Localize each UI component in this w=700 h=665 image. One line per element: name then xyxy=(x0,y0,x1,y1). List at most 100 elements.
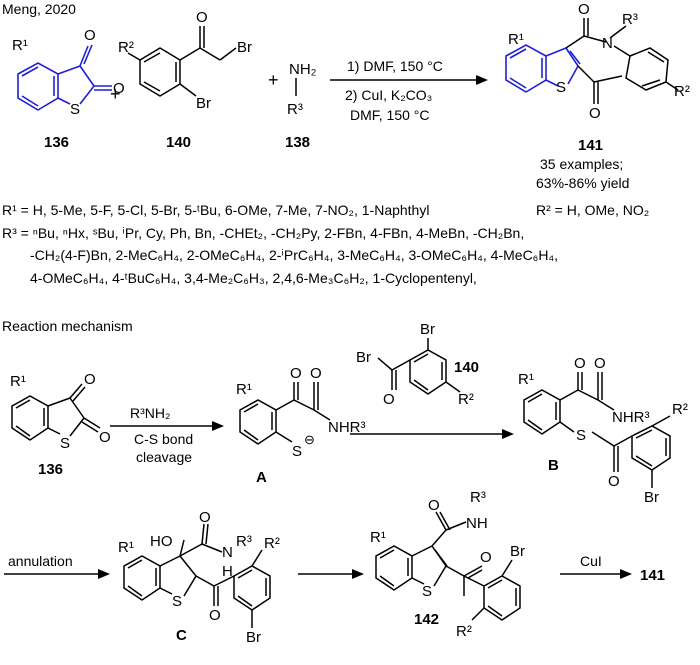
arrowhead xyxy=(620,569,632,579)
annulation-label: annulation xyxy=(8,553,73,569)
intermediate-B-structure xyxy=(523,372,671,488)
r3-label-141: R³ xyxy=(622,11,638,28)
r2-label-141: R² xyxy=(674,83,690,100)
arrowhead xyxy=(352,569,364,579)
label-142: 142 xyxy=(414,611,439,628)
nitrogen-label: N xyxy=(602,35,613,52)
label-mech-141: 141 xyxy=(640,567,665,584)
bromine-label: Br xyxy=(196,95,211,112)
r3-label-138: R³ xyxy=(287,101,303,118)
compound-136-mechanism-structure xyxy=(11,383,101,441)
r1-label-mech-136: R¹ xyxy=(10,373,26,390)
label-138: 138 xyxy=(285,134,310,151)
r1-label-B: R¹ xyxy=(518,371,534,388)
yield-range: 63%-86% yield xyxy=(536,175,629,191)
r1-label-C: R¹ xyxy=(118,539,134,556)
hydroxyl-label: HO xyxy=(150,533,173,550)
bromine-label: Br xyxy=(644,489,659,506)
oxygen-label: O xyxy=(99,429,111,446)
r1-label-141: R¹ xyxy=(508,31,524,48)
negative-charge: ⊖ xyxy=(304,432,315,447)
condition-step-3: DMF, 150 °C xyxy=(350,107,430,123)
r2-label-mech-140: R² xyxy=(458,391,474,408)
oxygen-label: O xyxy=(480,549,492,566)
citation: Meng, 2020 xyxy=(2,1,76,17)
r3-label-142: R³ xyxy=(470,489,486,506)
bromine-label: Br xyxy=(510,543,525,560)
oxygen-label: O xyxy=(594,355,606,372)
cleavage-text-1: C-S bond xyxy=(134,431,193,447)
r3-substituent-list-3: 4-OMeC₆H₄, 4-ᵗBuC₆H₄, 3,4-Me₂C₆H₃, 2,4,6… xyxy=(30,270,477,286)
examples-count: 35 examples; xyxy=(540,156,623,172)
label-136: 136 xyxy=(44,134,69,151)
copper-catalyst-label: CuI xyxy=(580,553,602,569)
compound-140-structure xyxy=(127,26,237,97)
condition-step-2: 2) CuI, K₂CO₃ xyxy=(345,87,432,103)
oxygen-label: O xyxy=(113,80,125,97)
arrowhead xyxy=(476,75,488,85)
bromine-label: Br xyxy=(420,321,435,338)
oxygen-label: O xyxy=(199,509,211,526)
condition-step-1: 1) DMF, 150 °C xyxy=(347,58,443,74)
plus-sign: + xyxy=(268,70,279,90)
r2-label-B: R² xyxy=(672,401,688,418)
label-141: 141 xyxy=(578,137,603,154)
r2-label-140: R² xyxy=(118,39,134,56)
label-140: 140 xyxy=(166,134,191,151)
compound-142-structure xyxy=(375,511,521,621)
oxygen-label: O xyxy=(290,365,302,382)
amide-nh-label: NH xyxy=(466,515,488,532)
bromine-label: Br xyxy=(246,629,261,646)
label-B: B xyxy=(548,457,559,474)
arrowhead xyxy=(212,421,224,431)
sulfur-label: S xyxy=(60,435,70,452)
amine-reagent: R³NH₂ xyxy=(130,405,170,421)
sulfur-label: S xyxy=(70,101,80,118)
sulfur-label: S xyxy=(576,427,586,444)
oxygen-label: O xyxy=(196,9,208,26)
oxygen-label: O xyxy=(589,105,601,122)
compound-141-structure xyxy=(505,18,679,104)
oxygen-label: O xyxy=(383,391,395,408)
r3-substituent-list-1: R³ = ⁿBu, ⁿHx, ˢBu, ⁱPr, Cy, Ph, Bn, -CH… xyxy=(2,225,524,241)
r2-label-142: R² xyxy=(456,623,472,640)
oxygen-label: O xyxy=(428,497,440,514)
oxygen-label: O xyxy=(608,473,620,490)
oxygen-label: O xyxy=(84,27,96,44)
amide-label-B: NHR³ xyxy=(612,409,650,426)
nitrogen-label: N xyxy=(222,544,233,561)
r2-substituent-list: R² = H, OMe, NO₂ xyxy=(536,202,649,218)
compound-140-mechanism-structure xyxy=(377,338,461,395)
bromine-label: Br xyxy=(356,349,371,366)
label-A: A xyxy=(256,469,267,486)
r1-label-136: R¹ xyxy=(12,37,28,54)
r1-substituent-list: R¹ = H, 5-Me, 5-F, 5-Cl, 5-Br, 5-ᵗBu, 6-… xyxy=(2,202,429,218)
sulfur-label: S xyxy=(422,583,432,600)
amide-label-A: NHR³ xyxy=(328,419,366,436)
oxygen-label: O xyxy=(310,365,322,382)
plus-sign: + xyxy=(110,84,121,104)
label-mech-140: 140 xyxy=(454,359,479,376)
cleavage-text-2: cleavage xyxy=(136,449,192,465)
oxygen-label: O xyxy=(84,371,96,388)
label-C: C xyxy=(176,627,187,644)
compound-136-structure xyxy=(17,44,112,111)
bromine-label: Br xyxy=(237,39,252,56)
r3-label-C: R³ xyxy=(236,533,252,550)
arrowhead xyxy=(502,429,514,439)
label-mech-136: 136 xyxy=(38,461,63,478)
sulfur-label: S xyxy=(172,593,182,610)
oxygen-label: O xyxy=(574,355,586,372)
oxygen-label: O xyxy=(578,1,590,18)
amine-label: NH₂ xyxy=(289,61,317,78)
sulfur-label: S xyxy=(292,443,302,460)
arrowhead xyxy=(98,569,110,579)
intermediate-C-structure xyxy=(123,523,271,628)
mechanism-title: Reaction mechanism xyxy=(2,318,133,334)
intermediate-A-structure xyxy=(239,382,331,445)
r2-label-C: R² xyxy=(264,535,280,552)
r3-substituent-list-2: -CH₂(4-F)Bn, 2-MeC₆H₄, 2-OMeC₆H₄, 2-ⁱPrC… xyxy=(30,247,558,263)
r1-label-142: R¹ xyxy=(370,529,386,546)
